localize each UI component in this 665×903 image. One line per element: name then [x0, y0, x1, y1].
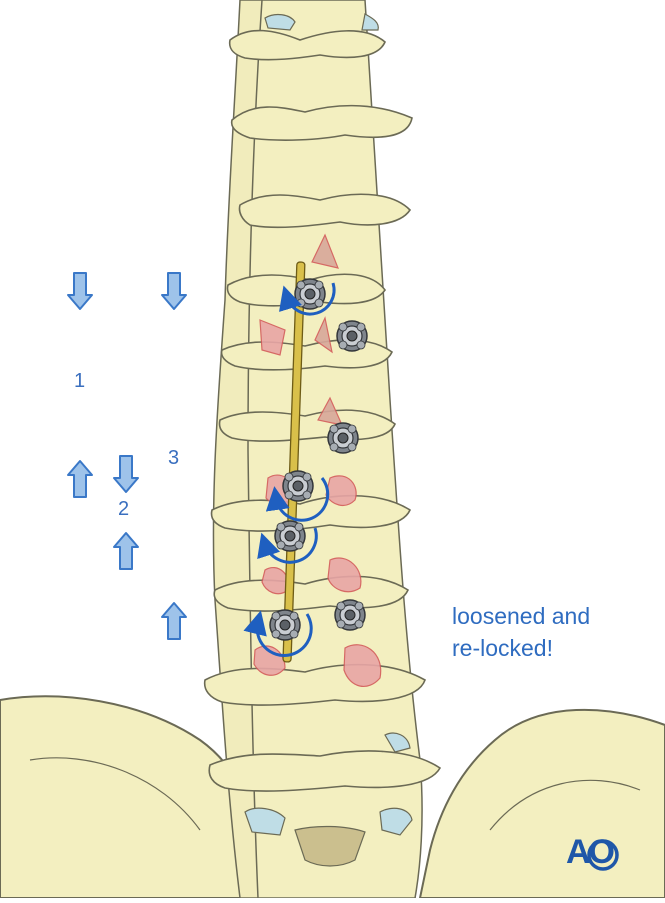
logo: AO — [566, 833, 615, 871]
spine-column — [203, 0, 442, 899]
resection-areas — [253, 233, 382, 687]
ao-logo — [587, 839, 619, 871]
rotation-arrow-icon — [243, 282, 336, 657]
label-1: 1 — [74, 370, 86, 392]
note-text: loosened and re-locked! — [452, 600, 590, 664]
note-line-2: re-locked! — [452, 635, 553, 661]
label-2: 2 — [118, 498, 130, 520]
note-line-1: loosened and — [452, 603, 591, 629]
label-3: 3 — [168, 447, 180, 469]
